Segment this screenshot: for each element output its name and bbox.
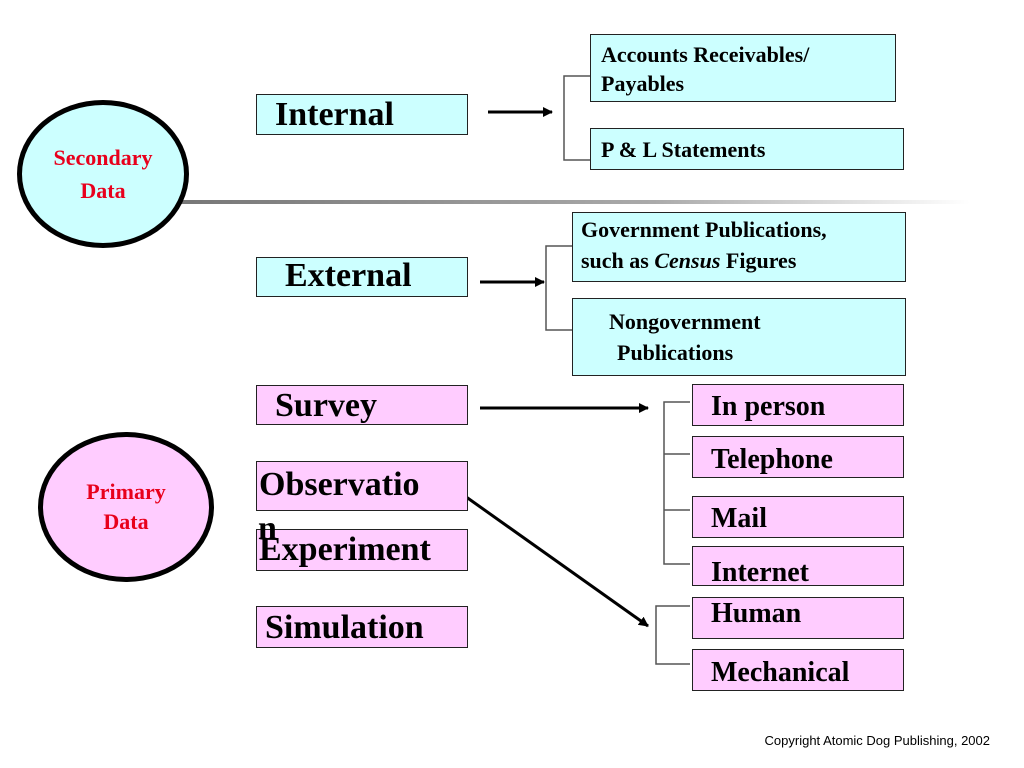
mechanical-label: Mechanical: [711, 657, 850, 688]
primary-data-line1: Primary: [86, 479, 166, 505]
in-person-label: In person: [711, 391, 826, 422]
primary-data-ellipse: Primary Data: [38, 432, 214, 582]
simulation-label: Simulation: [265, 609, 424, 646]
nongov-line2: Publications: [617, 339, 734, 365]
section-divider: [180, 200, 970, 204]
mail-box: Mail: [692, 496, 904, 538]
gov-line2-suffix: Figures: [725, 247, 797, 273]
telephone-label: Telephone: [711, 444, 833, 475]
experiment-box: Experiment: [256, 529, 468, 571]
in-person-box: In person: [692, 384, 904, 426]
internal-bracket: [563, 75, 590, 161]
gov-line2-prefix: such as: [581, 247, 649, 273]
external-box: External: [256, 257, 468, 297]
human-box: Human: [692, 597, 904, 639]
primary-data-line2: Data: [103, 509, 149, 534]
simulation-box: Simulation: [256, 606, 468, 648]
external-bracket: [545, 245, 572, 331]
survey-box: Survey: [256, 385, 468, 425]
pl-statements-box: P & L Statements: [590, 128, 904, 170]
survey-label: Survey: [275, 387, 377, 424]
gov-line1: Government Publications,: [581, 217, 827, 242]
observation-wrap: n: [258, 510, 277, 547]
observation-box: Observatio: [256, 461, 468, 511]
copyright-text: Copyright Atomic Dog Publishing, 2002: [764, 733, 990, 748]
observation-bracket: [655, 605, 690, 665]
gov-line2-em: Census: [654, 247, 721, 273]
pl-statements-label: P & L Statements: [601, 137, 766, 162]
observation-label: Observatio: [259, 466, 420, 503]
telephone-box: Telephone: [692, 436, 904, 478]
internet-box: Internet: [692, 546, 904, 588]
internet-label: Internet: [711, 557, 809, 588]
secondary-data-line2: Data: [80, 178, 126, 203]
internal-label: Internal: [275, 96, 394, 133]
secondary-data-ellipse: Secondary Data: [17, 100, 189, 248]
gov-publications-box: Government Publications, such as Census …: [572, 212, 906, 282]
accounts-box: Accounts Receivables/ Payables: [590, 34, 896, 102]
survey-bracket: [663, 401, 690, 565]
experiment-label: Experiment: [259, 531, 431, 568]
observation-arrow: [461, 492, 649, 628]
nongov-publications-box: Nongovernment Publications: [572, 298, 906, 376]
secondary-data-line1: Secondary: [53, 145, 153, 170]
mail-label: Mail: [711, 503, 767, 534]
external-label: External: [285, 257, 412, 294]
accounts-line1: Accounts Receivables/: [601, 42, 810, 67]
nongov-line1: Nongovernment: [609, 309, 761, 334]
mechanical-box: Mechanical: [692, 649, 904, 691]
internal-box: Internal: [256, 94, 468, 135]
accounts-line2: Payables: [601, 70, 685, 96]
human-label: Human: [711, 598, 802, 629]
gov-line2: such as Census Figures: [581, 246, 897, 277]
